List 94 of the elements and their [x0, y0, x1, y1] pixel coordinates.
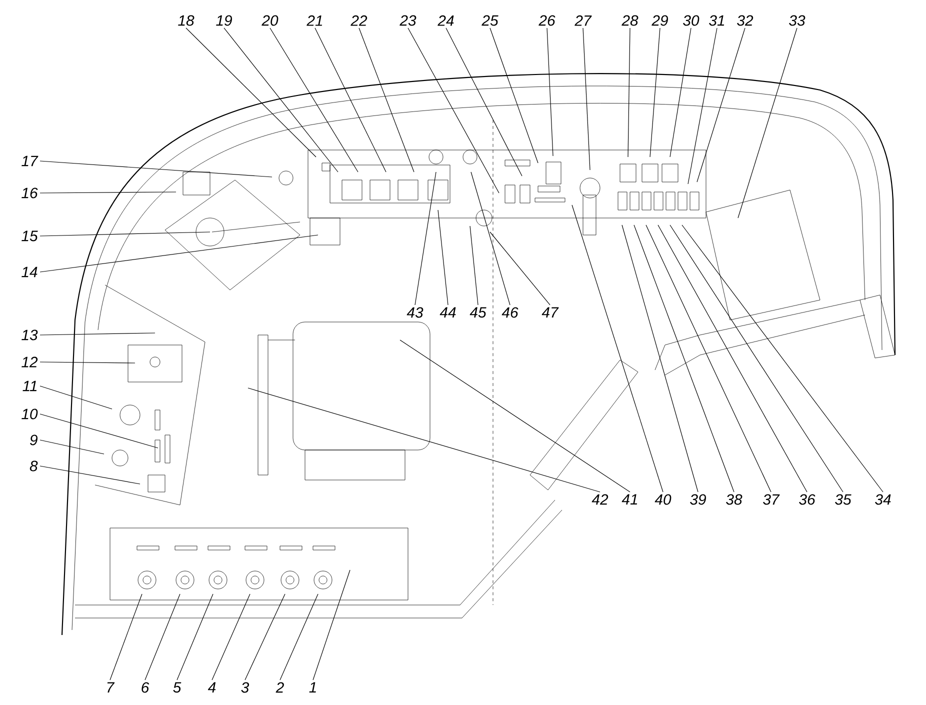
- leader-line: [40, 234, 318, 272]
- leader-line: [490, 28, 538, 164]
- callout-number: 42: [592, 494, 608, 505]
- leader-line: [646, 224, 772, 492]
- callout-number: 33: [789, 15, 806, 26]
- callout-number: 4: [208, 682, 216, 692]
- leader-line: [622, 224, 698, 492]
- callout-number: 10: [22, 408, 38, 420]
- callout-number: 27: [574, 15, 592, 26]
- leader-line: [40, 466, 140, 484]
- leader-line: [738, 28, 798, 218]
- leader-line: [40, 362, 136, 364]
- leader-line: [470, 226, 478, 306]
- leader-line: [572, 204, 664, 492]
- callout-number: 35: [835, 494, 852, 505]
- leader-line: [176, 594, 214, 680]
- callout-number: 23: [400, 15, 416, 26]
- leader-line: [40, 192, 176, 194]
- callout-number: 47: [542, 307, 559, 318]
- callout-number: 11: [22, 380, 37, 392]
- callout-number: 24: [438, 15, 454, 26]
- leader-line: [40, 386, 112, 410]
- callout-number: 12: [22, 356, 38, 368]
- callout-number: 6: [142, 682, 150, 693]
- callout-number: 45: [470, 307, 486, 318]
- callout-number: 15: [22, 230, 38, 242]
- leader-line: [314, 28, 386, 172]
- leader-line: [438, 210, 448, 306]
- leader-line: [144, 594, 180, 680]
- callout-number: 21: [306, 15, 322, 26]
- leader-line: [658, 224, 808, 492]
- leader-line: [40, 440, 104, 454]
- callout-number: 9: [30, 434, 38, 446]
- callout-number: 31: [709, 15, 724, 26]
- callout-number: 13: [22, 330, 38, 340]
- callout-number: 8: [30, 460, 38, 472]
- leader-line: [224, 28, 338, 172]
- leader-line: [270, 28, 358, 172]
- callout-number: 32: [737, 15, 754, 26]
- leader-line: [244, 594, 286, 680]
- leader-line: [312, 570, 350, 680]
- callout-number: 18: [178, 15, 194, 26]
- callout-number: 34: [875, 494, 891, 505]
- leader-line: [546, 28, 554, 156]
- leader-line: [682, 224, 884, 492]
- callout-number: 40: [654, 494, 672, 505]
- callout-number: 17: [22, 156, 38, 166]
- callout-number: 14: [22, 266, 38, 278]
- leader-line: [248, 388, 600, 492]
- leader-line: [40, 160, 272, 178]
- leader-line: [670, 224, 844, 492]
- callout-number: 22: [350, 15, 368, 26]
- leader-line: [358, 28, 414, 172]
- leader-line: [212, 594, 250, 680]
- leader-line: [688, 28, 718, 184]
- leader-line: [634, 224, 734, 492]
- leader-line: [470, 172, 510, 306]
- leader-line: [186, 28, 316, 158]
- leader-line: [40, 232, 210, 236]
- callout-number: 36: [799, 494, 816, 505]
- leader-line: [670, 28, 692, 158]
- callout-number: 7: [107, 682, 115, 692]
- callout-number: 37: [763, 494, 780, 505]
- leader-line: [400, 340, 630, 492]
- leader-line: [414, 172, 436, 306]
- leader-line: [696, 28, 746, 182]
- callout-number: 46: [502, 307, 518, 318]
- leader-line: [650, 28, 660, 158]
- callout-number: 2: [276, 682, 284, 693]
- leader-line: [280, 594, 318, 680]
- callout-number: 41: [622, 494, 638, 504]
- leader-line: [628, 28, 630, 158]
- leader-line: [40, 332, 156, 336]
- callout-number: 26: [538, 15, 556, 26]
- callout-number: 30: [683, 15, 700, 26]
- leader-line: [408, 28, 500, 194]
- leader-line: [446, 28, 522, 176]
- callout-number: 44: [440, 307, 456, 318]
- callout-number: 19: [216, 15, 232, 26]
- leader-line: [110, 594, 142, 680]
- callout-number: 20: [262, 15, 278, 26]
- leader-line: [582, 28, 590, 170]
- callout-number: 39: [690, 494, 706, 505]
- callout-number: 38: [726, 494, 742, 505]
- callout-number: 25: [482, 15, 498, 26]
- callout-number: 5: [173, 682, 182, 693]
- callout-number: 43: [406, 307, 424, 318]
- callout-number: 3: [241, 682, 250, 693]
- leader-line: [490, 232, 550, 306]
- callout-number: 28: [622, 15, 638, 26]
- callout-number: 1: [309, 682, 316, 692]
- leader-line: [40, 414, 158, 448]
- callout-number: 16: [22, 188, 38, 198]
- callout-number: 29: [652, 15, 668, 26]
